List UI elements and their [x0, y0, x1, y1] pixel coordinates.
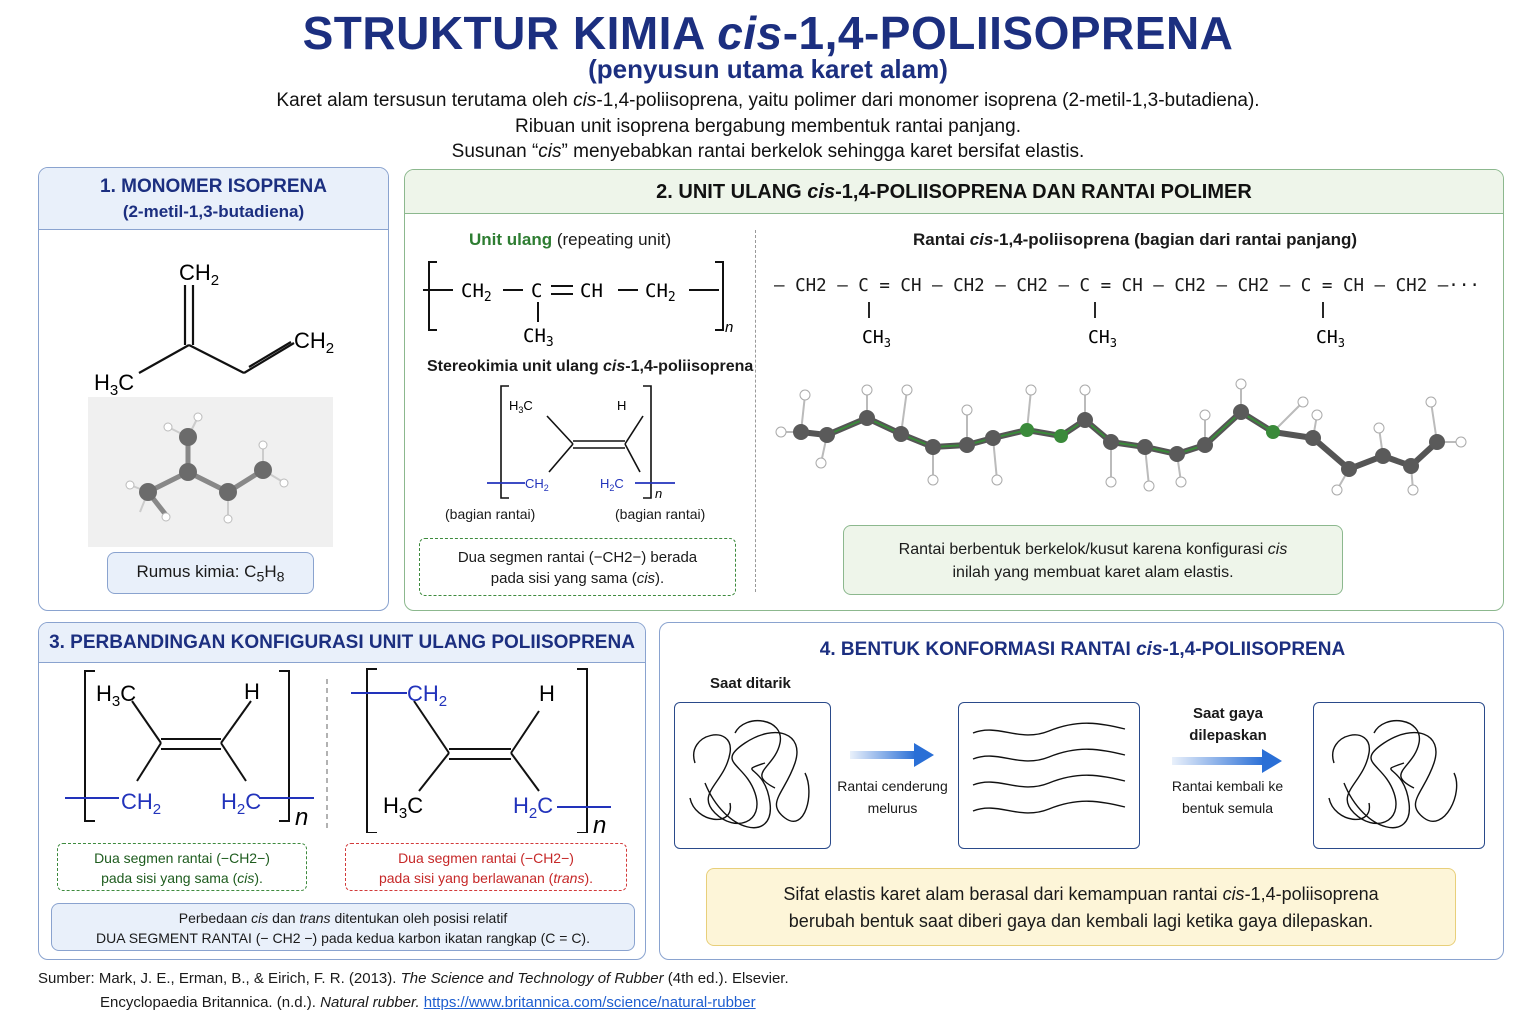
isoprene-3d-model-bg: [88, 397, 333, 547]
label-ch2-top: CH2: [179, 260, 219, 289]
arrow-right-icon-1: [850, 743, 934, 767]
cis-trans-structures: H3C H CH2 H2C n CH2 H H3C H2C n: [65, 668, 611, 833]
panel-repeat-unit-and-chain: 2. UNIT ULANG cis-1,4-POLIISOPRENA DAN R…: [404, 169, 1504, 611]
panel-2-divider: [755, 230, 756, 592]
bagian-rantai-right: (bagian rantai): [615, 506, 706, 522]
cis-n: n: [295, 804, 308, 831]
panel-1-header: 1. MONOMER ISOPRENA (2-metil-1,3-butadie…: [39, 168, 388, 230]
stereo-ch2: CH2: [525, 476, 549, 493]
cis-h: H: [244, 679, 260, 704]
formula-box: Rumus kimia: C5H8: [107, 552, 314, 594]
label-h3c: H3C: [94, 370, 134, 399]
arrow-right-icon-2: [1172, 749, 1282, 773]
cis-ch2: CH2: [121, 789, 161, 818]
source-line-2: Encyclopaedia Britannica. (n.d.). Natura…: [100, 994, 756, 1011]
chain-ch3-1: CH3: [862, 327, 891, 350]
config-summary-note: Perbedaan cis dan trans ditentukan oleh …: [51, 903, 635, 951]
repeat-unit-label: Unit ulang (repeating unit): [469, 230, 672, 249]
chain-ch3-2: CH3: [1088, 327, 1117, 350]
unit-ch3: CH3: [523, 325, 554, 346]
label-ch2-right: CH2: [294, 328, 334, 357]
cis-h3c: H3C: [96, 681, 136, 710]
coiled-chain-1: [689, 719, 810, 829]
trans-h2c: H2C: [513, 793, 553, 822]
stretched-chain-box: [958, 702, 1140, 849]
elasticity-note: Sifat elastis karet alam berasal dari ke…: [706, 868, 1456, 946]
panel-4-title: 4. BENTUK KONFORMASI RANTAI cis-1,4-POLI…: [819, 639, 1346, 660]
label-saat-gaya: Saat gaya dilepaskan: [1189, 705, 1267, 744]
coiled-chain-2: [1328, 719, 1458, 829]
stereo-h3c: H3C: [509, 398, 533, 415]
chain-note: Rantai berbentuk berkelok/kusut karena k…: [843, 525, 1343, 595]
page-title: STRUKTUR KIMIA cis-1,4-POLIISOPRENA: [302, 7, 1234, 59]
unit-ch: CH: [580, 280, 603, 302]
stereo-n: n: [655, 486, 662, 501]
chain-formula: — CH2 — C = CH — CH2 — CH2 — C = CH — CH…: [774, 276, 1480, 296]
stereo-h: H: [617, 398, 626, 413]
trans-note: Dua segmen rantai (−CH2−) pada sisi yang…: [345, 843, 627, 891]
unit-ch2-b: CH2: [645, 280, 676, 305]
stereo-note: Dua segmen rantai (−CH2−) berada pada si…: [419, 538, 736, 596]
coiled-chain-box-2: [1313, 702, 1485, 849]
arrow-label-1: Rantai cenderung melurus: [837, 778, 948, 816]
trans-h3c: H3C: [383, 793, 423, 822]
label-saat-ditarik: Saat ditarik: [710, 675, 791, 692]
intro-line-1: Karet alam tersusun terutama oleh cis-1,…: [276, 90, 1260, 111]
arrow-label-2: Rantai kembali ke bentuk semula: [1171, 778, 1284, 816]
unit-ch2-a: CH2: [461, 280, 492, 305]
cis-h2c: H2C: [221, 789, 261, 818]
stretched-chain: [972, 722, 1126, 814]
page-subtitle: (penyusun utama karet alam): [588, 54, 948, 84]
chain-title: Rantai cis-1,4-poliisoprena (bagian dari…: [913, 230, 1357, 249]
stereo-h2c: H2C: [600, 476, 624, 493]
panel-1-subtitle: (2-metil-1,3-butadiena): [122, 202, 305, 221]
panel-1-title: 1. MONOMER ISOPRENA: [100, 176, 327, 197]
cis-note: Dua segmen rantai (−CH2−) pada sisi yang…: [57, 843, 307, 891]
panel-2-header: 2. UNIT ULANG cis-1,4-POLIISOPRENA DAN R…: [405, 170, 1503, 214]
unit-n: n: [725, 319, 733, 336]
panel-monomer-isoprene: 1. MONOMER ISOPRENA (2-metil-1,3-butadie…: [38, 167, 389, 611]
source-line-1: Sumber: Mark, J. E., Erman, B., & Eirich…: [38, 970, 789, 987]
coiled-chain-box-1: [674, 702, 831, 849]
britannica-link[interactable]: https://www.britannica.com/science/natur…: [423, 994, 756, 1011]
stereo-cis-structure: H3C H CH2 H2C n: [487, 385, 675, 501]
chain-3d-model: [775, 378, 1467, 496]
repeat-unit-formula: CH2 C CH CH2 CH3 n: [423, 261, 733, 346]
panel-3-header: 3. PERBANDINGAN KONFIGURASI UNIT ULANG P…: [39, 623, 645, 663]
trans-h: H: [539, 681, 555, 706]
intro-line-2: Ribuan unit isoprena bergabung membentuk…: [515, 116, 1021, 137]
chain-ch3-branches: CH3 CH3 CH3: [862, 302, 1345, 350]
intro-line-3: Susunan “cis” menyebabkan rantai berkelo…: [451, 141, 1085, 162]
trans-ch2: CH2: [407, 681, 447, 710]
unit-c: C: [531, 280, 542, 302]
isoprene-skeletal-structure: CH2 CH2 H3C: [94, 260, 334, 399]
chain-ch3-3: CH3: [1316, 327, 1345, 350]
stereo-title: Stereokimia unit ulang cis-1,4-poliisopr…: [427, 358, 754, 375]
panel-configuration-comparison: 3. PERBANDINGAN KONFIGURASI UNIT ULANG P…: [38, 622, 646, 960]
isoprene-3d-model: [125, 412, 289, 524]
panel-chain-conformation: 4. BENTUK KONFORMASI RANTAI cis-1,4-POLI…: [659, 622, 1504, 960]
trans-n: n: [593, 812, 606, 833]
bagian-rantai-left: (bagian rantai): [445, 506, 536, 522]
